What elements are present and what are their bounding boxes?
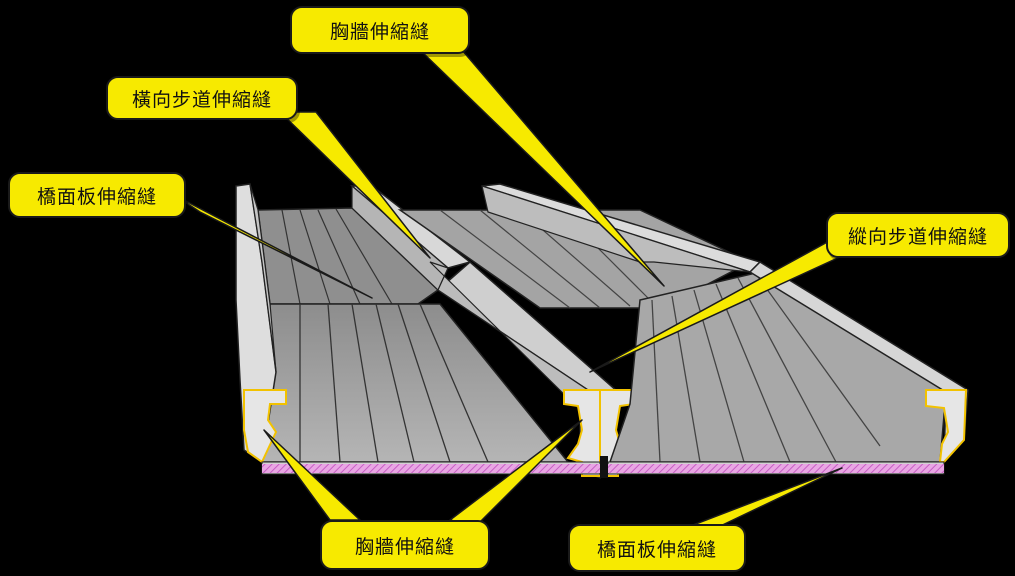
callout-label: 橋面板伸縮縫 bbox=[596, 538, 717, 561]
callout-transverse-sidewalk-joint: 橫向步道伸縮縫 bbox=[106, 76, 298, 120]
callout-deck-slab-joint-bottom: 橋面板伸縮縫 bbox=[568, 524, 746, 572]
callout-parapet-joint-bottom: 胸牆伸縮縫 bbox=[320, 520, 490, 570]
pointer-deck-slab-bottom bbox=[679, 467, 843, 531]
callout-label: 橫向步道伸縮縫 bbox=[131, 88, 272, 111]
callout-deck-slab-joint-left: 橋面板伸縮縫 bbox=[8, 172, 186, 218]
pointer-deck-slab-left bbox=[175, 195, 373, 299]
callout-label: 橋面板伸縮縫 bbox=[36, 185, 157, 208]
callout-label: 縱向步道伸縮縫 bbox=[847, 225, 988, 248]
left-parapet-joint-profile bbox=[243, 389, 287, 464]
callout-label: 胸牆伸縮縫 bbox=[329, 20, 430, 43]
callout-longitudinal-sidewalk-joint: 縱向步道伸縮縫 bbox=[826, 212, 1010, 258]
waterproof-membrane-left bbox=[262, 464, 600, 473]
right-parapet-joint-profile bbox=[925, 389, 968, 463]
pointer-transverse-sidewalk bbox=[279, 111, 431, 259]
deck-joint-gap bbox=[600, 456, 608, 478]
callout-label: 胸牆伸縮縫 bbox=[354, 535, 455, 558]
callout-parapet-joint-top: 胸牆伸縮縫 bbox=[290, 6, 470, 54]
waterproof-membrane-right bbox=[608, 464, 944, 473]
